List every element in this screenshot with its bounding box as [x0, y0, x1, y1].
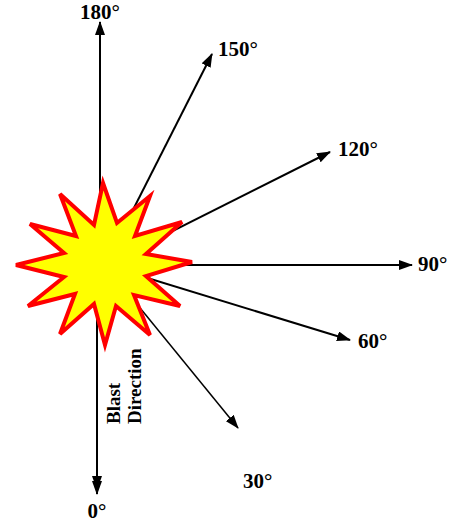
angle-label: 120° [338, 138, 378, 161]
angle-label: 0° [88, 500, 107, 523]
angle-label: 150° [218, 38, 258, 61]
angle-label: 180° [80, 1, 120, 24]
angle-label: 30° [243, 470, 272, 493]
explosion-star [16, 183, 192, 345]
arrow-0-second-head [92, 476, 102, 490]
angle-label: 90° [418, 253, 447, 276]
angle-label: 60° [358, 330, 387, 353]
direction-label: Blast Direction [104, 348, 146, 424]
